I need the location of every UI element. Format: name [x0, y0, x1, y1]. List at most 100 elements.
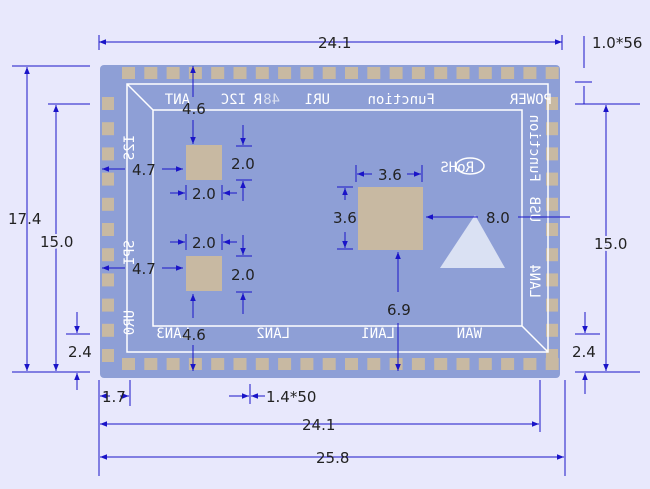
- pad: [102, 323, 114, 337]
- pad: [546, 248, 558, 262]
- pad: [166, 358, 180, 370]
- dim-chip1-height: 2.0: [231, 155, 255, 173]
- dim-chip3-bottom: 6.9: [387, 301, 411, 319]
- silk-ur1: UR1: [305, 92, 330, 108]
- pad: [546, 97, 558, 110]
- pad: [144, 358, 158, 370]
- pad: [546, 122, 558, 136]
- dim-height-total: 17.4: [8, 210, 41, 228]
- dim-chip3-right: 8.0: [486, 209, 510, 227]
- silk-spi: SPI: [122, 240, 138, 265]
- silk-ant: ANT: [164, 92, 190, 108]
- pad-row: [102, 67, 559, 370]
- pad: [545, 67, 559, 79]
- pad: [300, 358, 314, 370]
- dim-pitch-right: 1.0*56: [592, 34, 642, 52]
- dim-chip2-bottom: 4.6: [182, 326, 206, 344]
- pad: [102, 97, 114, 110]
- pad: [367, 67, 381, 79]
- pad: [102, 223, 114, 236]
- pad: [478, 67, 492, 79]
- pad: [322, 358, 336, 370]
- pad: [233, 358, 247, 370]
- silk-ur0: UR0: [122, 310, 138, 335]
- dimension-lines: [12, 35, 640, 476]
- dim-chip1-top: 4.6: [182, 100, 206, 118]
- pad: [546, 323, 558, 337]
- dim-bottom-inner: 24.1: [302, 416, 335, 434]
- pad: [456, 67, 470, 79]
- pad: [278, 67, 292, 79]
- dim-chip3-height: 3.6: [333, 209, 357, 227]
- pad: [255, 67, 269, 79]
- pad: [478, 358, 492, 370]
- dim-pitch-bottom: 1.4*50: [266, 388, 316, 406]
- pad: [278, 358, 292, 370]
- dim-chip2-left: 4.7: [132, 260, 156, 278]
- silkscreen-labels: ANT I2C R 48 UR1 Function POWER WAN LAN1…: [156, 92, 552, 342]
- pad: [102, 248, 114, 262]
- chip-1: [186, 145, 222, 180]
- pad: [188, 67, 202, 79]
- pad: [211, 67, 225, 79]
- pad: [345, 67, 358, 79]
- pad: [501, 67, 515, 79]
- pcb-board: [100, 65, 560, 378]
- pad: [233, 67, 247, 79]
- silk-r: R: [253, 92, 262, 108]
- pad: [188, 358, 202, 370]
- pad: [546, 273, 558, 287]
- pad: [411, 358, 425, 370]
- silk-lan4: LAN4: [526, 264, 542, 298]
- pad: [345, 358, 358, 370]
- silk-lan1: LAN1: [361, 326, 395, 342]
- dim-chip2-height: 2.0: [231, 266, 255, 284]
- pad: [546, 298, 558, 312]
- silk-lan2: LAN2: [256, 326, 290, 342]
- pad: [367, 358, 381, 370]
- silk-function-right: Function: [526, 115, 542, 182]
- pad: [102, 197, 114, 211]
- pad: [166, 67, 180, 79]
- pad: [102, 147, 114, 161]
- pad: [389, 358, 403, 370]
- pad: [434, 67, 448, 79]
- pad: [102, 122, 114, 136]
- dim-top-width: 24.1: [318, 34, 351, 52]
- silk-function-top: Function: [368, 92, 435, 108]
- dim-edge-right: 2.4: [572, 343, 596, 361]
- silk-48: 48: [263, 92, 280, 108]
- pad: [102, 298, 114, 312]
- silk-i2c: I2C: [221, 92, 246, 108]
- dim-height-inner-right: 15.0: [594, 235, 627, 253]
- rohs-logo: [455, 157, 485, 175]
- pad: [102, 349, 114, 362]
- silk-lan3: LAN3: [156, 326, 190, 342]
- pad: [389, 67, 403, 79]
- dim-chip3-width: 3.6: [378, 166, 402, 184]
- silkscreen-side-labels: I2S SPI UR0 Function USB LAN4: [122, 115, 542, 336]
- silk-rohs: RoHS: [440, 160, 474, 176]
- silk-usb: USB: [526, 197, 542, 222]
- pad: [122, 358, 135, 370]
- pad: [546, 349, 558, 362]
- pad: [546, 147, 558, 161]
- pad: [102, 273, 114, 287]
- chip-3: [358, 187, 423, 250]
- pad: [523, 67, 537, 79]
- chip-2: [186, 256, 222, 291]
- pad: [546, 172, 558, 186]
- dim-chip1-width: 2.0: [192, 185, 216, 203]
- pad: [501, 358, 515, 370]
- pad: [546, 223, 558, 236]
- dim-bottom-total: 25.8: [316, 449, 349, 467]
- dim-edge-left: 2.4: [68, 343, 92, 361]
- dim-chip2-width: 2.0: [192, 234, 216, 252]
- pad: [122, 67, 135, 79]
- pad: [456, 358, 470, 370]
- dim-chip1-left: 4.7: [132, 161, 156, 179]
- silk-wan: WAN: [457, 326, 482, 342]
- dim-edge-bottom-left: 1.7: [102, 388, 126, 406]
